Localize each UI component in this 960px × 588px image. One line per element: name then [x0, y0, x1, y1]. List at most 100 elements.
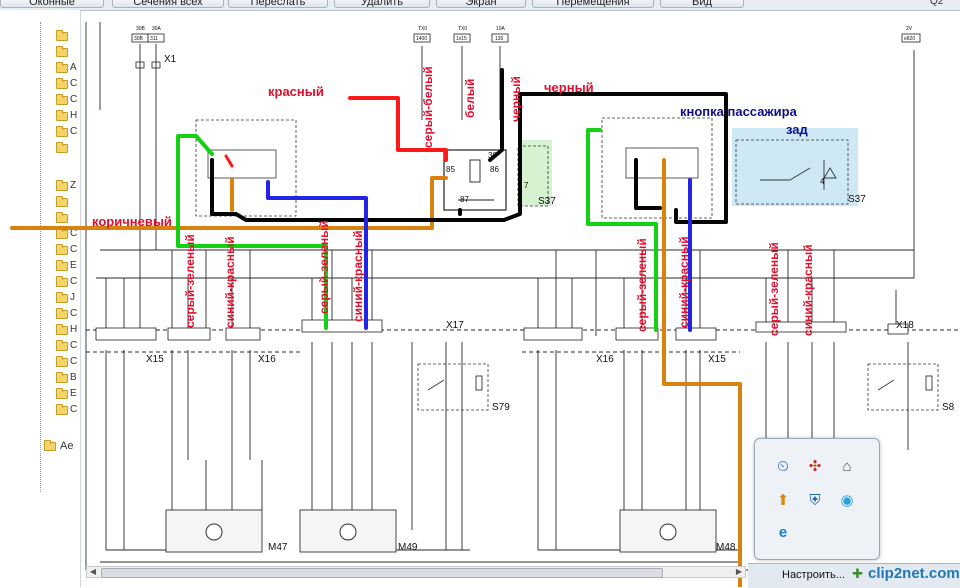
note-blue-red-4: синий-красный — [801, 244, 815, 336]
folder-icon[interactable] — [56, 196, 68, 207]
scroll-left-icon[interactable]: ◀ — [89, 567, 97, 576]
label-1400-box: 1400 — [416, 36, 427, 42]
toolbar: Оконные Сечения всех Переслать Удалить Э… — [0, 0, 960, 11]
folder-icon[interactable] — [56, 78, 68, 89]
horizontal-scrollbar[interactable]: ◀ ▶ — [86, 566, 746, 578]
label-m49: M49 — [398, 542, 418, 553]
note-gray-green-1: серый-зеленый — [183, 234, 197, 328]
note-gray-green-4: серый-зеленый — [767, 242, 781, 336]
folder-icon[interactable] — [56, 340, 68, 351]
folder-label[interactable]: В — [70, 372, 77, 383]
label-tx0: TX0 — [418, 26, 427, 32]
relay-pin-87: 87 — [460, 195, 469, 204]
folder-label-last[interactable]: Ае — [60, 440, 74, 452]
folder-icon[interactable] — [56, 110, 68, 121]
scroll-right-icon[interactable]: ▶ — [735, 567, 743, 576]
customize-link[interactable]: Настроить... — [782, 569, 845, 581]
folder-label[interactable]: С — [70, 78, 78, 89]
folder-label[interactable]: С — [70, 94, 78, 105]
folder-icon[interactable] — [56, 30, 68, 41]
folder-icon[interactable] — [56, 276, 68, 287]
folder-icon[interactable] — [56, 46, 68, 57]
label-s37-front: S37 — [538, 196, 556, 207]
clip2net-logo: clip2net.com — [868, 565, 960, 582]
folder-icon[interactable] — [56, 356, 68, 367]
toolbar-button-forward[interactable]: Переслать — [228, 0, 328, 8]
folder-label[interactable]: Е — [70, 260, 77, 271]
folder-icon[interactable] — [56, 372, 68, 383]
label-m48: M48 — [716, 542, 736, 553]
note-black-vertical: черный — [509, 76, 523, 122]
wiring-diagram: 30B 30A 30B 311 TX0 1400 TX0 1x15 10A 13… — [10, 22, 960, 587]
taskbar: Настроить... ✚ clip2net.com — [748, 563, 960, 588]
network-icon[interactable]: ✣ — [808, 458, 822, 475]
folder-icon[interactable] — [56, 126, 68, 137]
folder-icon[interactable] — [56, 62, 68, 73]
note-white: белый — [463, 79, 477, 118]
folder-icon[interactable] — [56, 260, 68, 271]
folder-label[interactable]: С — [70, 276, 78, 287]
label-x18: X18 — [896, 320, 914, 331]
label-10a: 10A — [496, 26, 506, 32]
note-blue-red-1: синий-красный — [223, 236, 237, 328]
note-red: красный — [268, 84, 324, 99]
home-icon[interactable]: ⌂ — [842, 458, 852, 475]
label-x15-right: X15 — [708, 354, 726, 365]
tree-guide-line — [40, 22, 41, 492]
folder-icon[interactable] — [56, 212, 68, 223]
folder-icon[interactable] — [56, 244, 68, 255]
clip2net-icon: ✚ — [852, 566, 863, 581]
label-30b: 30B — [136, 26, 146, 32]
folder-label[interactable]: С — [70, 126, 78, 137]
play-icon[interactable]: ◉ — [840, 492, 854, 509]
folder-label[interactable]: Е — [70, 388, 77, 399]
update-icon[interactable]: ⬆ — [776, 492, 790, 509]
toolbar-button-view[interactable]: Вид — [660, 0, 744, 8]
folder-label[interactable]: J — [70, 292, 75, 303]
folder-icon[interactable] — [56, 292, 68, 303]
folder-label[interactable]: Z — [70, 180, 77, 191]
note-blue-red-2: синий-красный — [351, 230, 365, 322]
relay-pin-85: 85 — [446, 165, 455, 174]
folder-icon[interactable] — [56, 388, 68, 399]
folder-label[interactable]: С — [70, 308, 78, 319]
note-passenger-button: кнопка пассажира — [680, 104, 798, 119]
folder-icon[interactable] — [56, 142, 68, 153]
folder-label[interactable]: Н — [70, 110, 78, 121]
toolbar-button-sections[interactable]: Сечения всех — [112, 0, 224, 8]
toolbar-button-delete[interactable]: Удалить — [334, 0, 430, 8]
note-brown: коричневый — [92, 214, 172, 229]
shield-icon[interactable]: ⛨ — [809, 492, 821, 509]
folder-label[interactable]: С — [70, 404, 78, 415]
toolbar-button-move[interactable]: Перемещения — [532, 0, 654, 8]
folder-icon[interactable] — [44, 440, 56, 451]
folder-label[interactable]: С — [70, 244, 78, 255]
toolbar-corner-label: Q2 — [930, 0, 944, 7]
folder-icon[interactable] — [56, 180, 68, 191]
label-s79: S79 — [492, 402, 510, 413]
folder-label[interactable]: С — [70, 228, 78, 239]
toolbar-button-screen[interactable]: Экран — [436, 0, 526, 8]
folder-label[interactable]: Н — [70, 324, 78, 335]
folder-label[interactable]: А — [70, 62, 77, 73]
rear-pin-4: 4 — [820, 177, 825, 186]
label-2v: 2V — [906, 26, 913, 32]
label-x17: X17 — [446, 320, 464, 331]
scroll-thumb[interactable] — [101, 568, 663, 578]
folder-icon[interactable] — [56, 404, 68, 415]
label-s8: S8 — [942, 402, 955, 413]
ie-icon[interactable]: e — [778, 524, 788, 541]
note-gray-green-3: серый-зеленый — [635, 238, 649, 332]
label-311-box: 311 — [150, 36, 158, 42]
folder-label[interactable]: С — [70, 340, 78, 351]
folder-icon[interactable] — [56, 94, 68, 105]
folder-icon[interactable] — [56, 324, 68, 335]
clock-icon[interactable]: ⏲ — [777, 458, 789, 475]
label-e820-box: e820 — [904, 36, 915, 42]
folder-icon[interactable] — [56, 308, 68, 319]
label-1x15-box: 1x15 — [456, 36, 467, 42]
note-gray-white: серый-белый — [421, 66, 435, 148]
folder-label[interactable]: С — [70, 356, 78, 367]
label-m47: M47 — [268, 542, 288, 553]
toolbar-button-windows[interactable]: Оконные — [0, 0, 104, 8]
